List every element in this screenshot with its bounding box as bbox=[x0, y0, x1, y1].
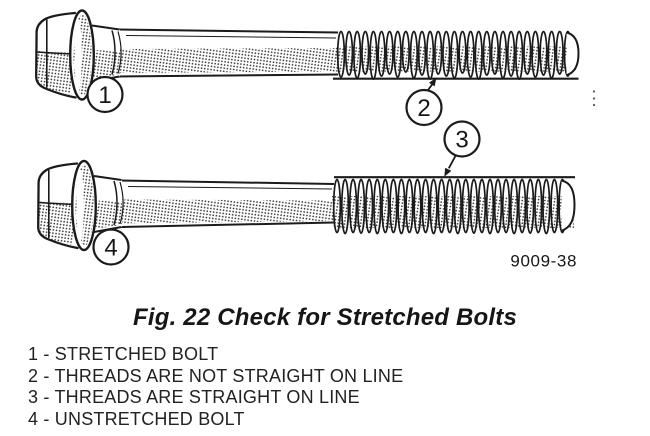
figure-legend: 1 - STRETCHED BOLT 2 - THREADS ARE NOT S… bbox=[28, 344, 403, 430]
callout-4-circle bbox=[92, 228, 130, 266]
bolt-1-shank-shading bbox=[119, 48, 338, 73]
callout-3-number: 3 bbox=[455, 127, 468, 154]
callout-1-circle bbox=[86, 75, 124, 114]
callout-2: 2 bbox=[405, 77, 443, 127]
figure-caption: Fig. 22 Check for Stretched Bolts bbox=[132, 304, 517, 331]
bolt-2-tip bbox=[561, 179, 576, 232]
callout-3-arrowhead bbox=[444, 167, 452, 177]
callout-2-number: 2 bbox=[417, 95, 430, 122]
legend-item-4: 4 - UNSTRETCHED BOLT bbox=[28, 408, 245, 429]
callout-1-number: 1 bbox=[98, 82, 111, 109]
bolt-1-threads bbox=[336, 30, 572, 80]
callout-3-circle bbox=[443, 120, 481, 158]
bolt-2-threads bbox=[332, 178, 567, 235]
callout-3: 3 bbox=[443, 120, 481, 177]
legend-item-1: 1 - STRETCHED BOLT bbox=[28, 344, 219, 364]
legend-item-2: 2 - THREADS ARE NOT STRAIGHT ON LINE bbox=[28, 365, 404, 386]
bolt-1-illustration bbox=[35, 9, 580, 101]
callout-4-number: 4 bbox=[104, 235, 117, 262]
scan-artifact-dots bbox=[592, 90, 596, 107]
bolt-2-shank-shading bbox=[121, 199, 334, 224]
bolt-1-tip bbox=[566, 31, 580, 77]
bolt-2-illustration bbox=[37, 159, 576, 252]
callout-4: 4 bbox=[92, 228, 130, 266]
legend-item-3: 3 - THREADS ARE STRAIGHT ON LINE bbox=[28, 387, 360, 408]
figure-illustration: 1 2 3 4 9009-38 bbox=[35, 9, 596, 271]
drawing-number: 9009-38 bbox=[510, 252, 577, 271]
callout-3-leader bbox=[448, 155, 457, 169]
callout-1: 1 bbox=[86, 75, 124, 114]
callout-2-circle bbox=[405, 88, 443, 127]
callout-2-arrowhead bbox=[429, 77, 437, 87]
